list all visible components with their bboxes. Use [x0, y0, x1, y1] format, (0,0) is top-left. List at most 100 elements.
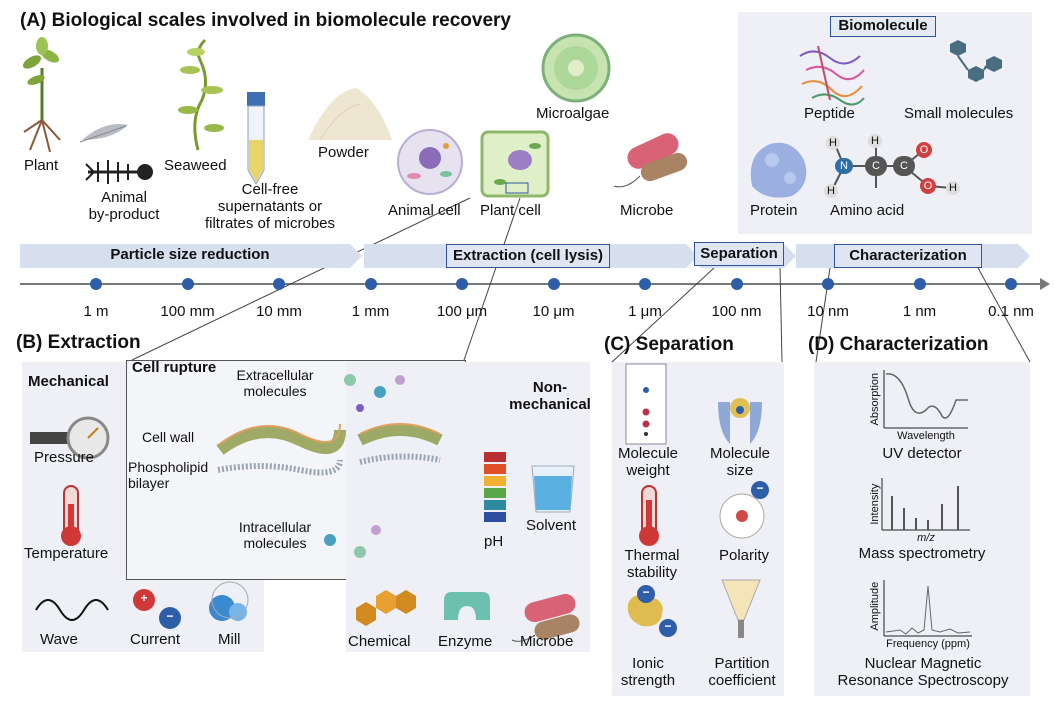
temperature-label: Temperature — [24, 545, 109, 562]
atom-n: N — [835, 158, 853, 174]
atom-c-2: C — [893, 156, 915, 176]
polarity-label: Polarity — [718, 547, 770, 564]
powder-icon — [308, 88, 392, 141]
scale-tick-dot — [364, 278, 377, 290]
scale-tick-dot — [181, 278, 194, 290]
mass-spectrometry-label: Mass spectrometry — [858, 545, 986, 562]
mechanical-title: Mechanical — [28, 373, 109, 390]
animal-byproduct-label: Animal by-product — [88, 189, 160, 223]
polarity-icon — [719, 481, 769, 539]
scale-tick-label: 10 nm — [807, 303, 849, 320]
chemical-label: Chemical — [348, 633, 411, 650]
size-exclusion-icon — [718, 398, 762, 444]
scale-tick-label: 1 μm — [628, 303, 662, 320]
partition-coefficient-label: Partition coefficient — [708, 655, 776, 689]
ionic-minus-sign-1: − — [642, 585, 650, 599]
cell-wall-label: Cell wall — [142, 429, 195, 445]
ms-xlabel: m/z — [917, 532, 935, 544]
current-label: Current — [130, 631, 181, 648]
nmr-label: Nuclear Magnetic Resonance Spectroscopy — [837, 655, 1009, 689]
ionic-strength-icon — [627, 585, 677, 637]
scale-axis-arrowhead — [1040, 278, 1050, 290]
solvent-label: Solvent — [526, 517, 577, 534]
stage-particle-size-reduction: Particle size reduction — [110, 246, 270, 263]
separatory-funnel-icon — [721, 579, 761, 638]
nmr-plot — [883, 580, 972, 637]
plant-cell-label: Plant cell — [480, 202, 541, 219]
microalgae-label: Microalgae — [536, 105, 610, 122]
scale-tick-dot — [90, 278, 102, 290]
ionic-strength-label: Ionic strength — [620, 655, 676, 689]
polarity-minus-sign: − — [756, 481, 764, 495]
scale-tick-dot — [913, 278, 926, 290]
feather-icon — [79, 124, 128, 143]
stage-bar-particle — [20, 244, 362, 268]
peptide-label: Peptide — [804, 105, 855, 122]
phospholipid-label: Phospholipid bilayer — [128, 459, 209, 491]
scale-tick-dot — [1005, 278, 1017, 290]
atom-h-2: H — [826, 136, 840, 150]
protein-icon — [750, 142, 807, 198]
current-plus-sign: + — [140, 591, 148, 605]
ph-scale-icon — [484, 452, 506, 522]
panel-d-title: (D) Characterization — [808, 334, 989, 355]
pressure-gauge-icon — [30, 416, 110, 460]
wave-label: Wave — [40, 631, 78, 648]
falcon-tube-icon — [247, 92, 265, 186]
scale-tick-dot — [639, 278, 651, 290]
intracellular-label: Intracellular molecules — [238, 519, 312, 551]
current-icon — [133, 589, 181, 629]
scale-tick-label: 10 mm — [256, 303, 302, 320]
small-molecules-icon — [950, 40, 1002, 82]
chemical-icon — [356, 590, 416, 626]
pressure-label: Pressure — [34, 449, 95, 466]
stage-characterization: Characterization — [834, 244, 982, 268]
panel-b-title: (B) Extraction — [16, 332, 141, 353]
peptide-icon — [799, 45, 865, 106]
panel-a-title: (A) Biological scales involved in biomol… — [20, 10, 511, 31]
ph-label: pH — [484, 533, 504, 550]
scale-tick-label: 100 mm — [160, 303, 215, 320]
panel-c-title: (C) Separation — [604, 334, 734, 355]
small-molecules-label: Small molecules — [904, 105, 1014, 122]
atom-h-4: H — [946, 181, 960, 195]
biomolecule-title: Biomolecule — [830, 16, 936, 37]
microalgae-icon — [541, 33, 611, 103]
scale-tick-label: 1 m — [83, 303, 109, 320]
ms-ylabel: Intensity — [868, 483, 881, 525]
scale-tick-dot — [456, 278, 468, 290]
plant-label: Plant — [24, 157, 59, 174]
characterization-panel — [814, 362, 1030, 696]
nmr-spectrum — [885, 585, 971, 635]
mill-icon — [209, 581, 249, 621]
extracellular-label: Extracellular molecules — [236, 367, 314, 399]
molecule-size-label: Molecule size — [709, 445, 771, 479]
scale-tick-label: 1 mm — [351, 303, 390, 320]
scale-tick-label: 100 μm — [436, 303, 488, 320]
scale-tick-dot — [547, 278, 560, 290]
protein-label: Protein — [750, 202, 798, 219]
beaker-icon — [531, 465, 575, 513]
enzyme-icon — [444, 592, 490, 620]
thermal-stability-label: Thermal stability — [624, 547, 680, 581]
biomolecule-panel — [738, 12, 1032, 234]
connector-lines — [131, 197, 1031, 363]
plant-icon — [22, 37, 61, 153]
atom-h-3: H — [824, 184, 838, 198]
scale-tick-label: 10 μm — [532, 303, 575, 320]
non-mechanical-title: Non- mechanical — [509, 379, 591, 413]
scale-tick-dot — [273, 278, 285, 290]
cell-free-label: Cell-free supernatants or filtrates of m… — [204, 181, 336, 232]
microbe-label-b: Microbe — [520, 633, 574, 650]
fish-bone-icon — [85, 160, 153, 184]
mill-label: Mill — [218, 631, 241, 648]
current-minus-sign: − — [166, 609, 174, 623]
molecule-weight-label: Molecule weight — [617, 445, 679, 479]
uv-detector-label: UV detector — [882, 445, 962, 462]
uv-xlabel: Wavelength — [897, 430, 955, 442]
atom-c-1: C — [865, 156, 887, 176]
scale-tick-label: 0.1 nm — [988, 303, 1034, 320]
